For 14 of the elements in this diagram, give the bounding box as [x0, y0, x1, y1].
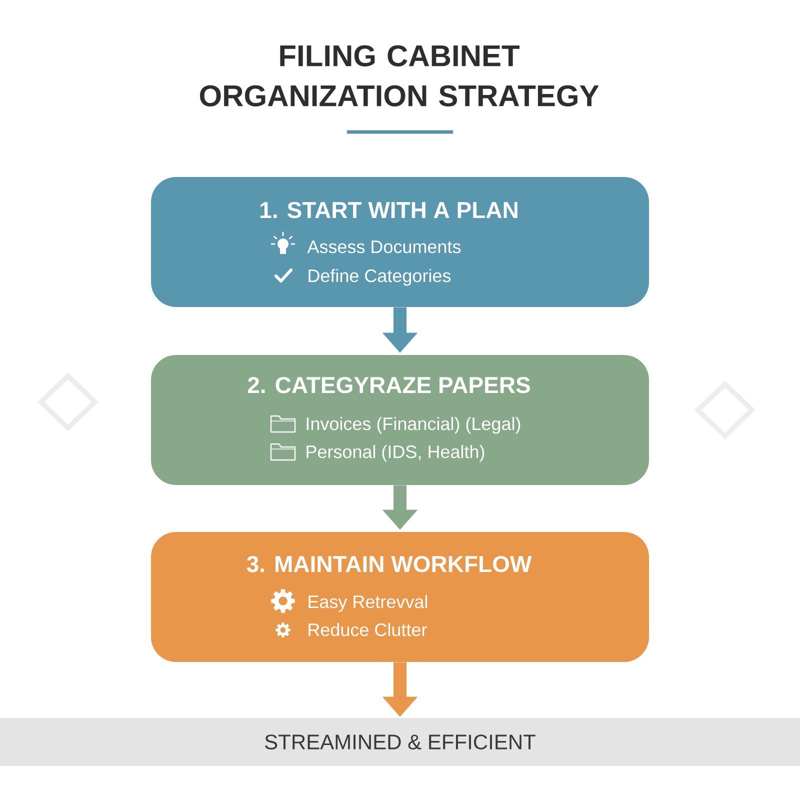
list-item: Define Categories: [308, 268, 451, 286]
process-box: [151, 177, 649, 307]
step-heading: 2. CATEGYRAZE PAPERS: [248, 376, 530, 394]
process-box: [151, 532, 649, 662]
step-heading: 3. MAINTAIN WORKFLOW: [246, 556, 532, 572]
list-item: Invoices (Financial) (Legal): [306, 416, 520, 434]
step-heading: 1. START WITH A PLAN: [260, 202, 518, 218]
process-box: [151, 355, 649, 485]
title: FILING CABINET ORGANIZATION STRATEGY: [200, 45, 599, 106]
banner: STREAMINED & EFFICIENT: [0, 718, 800, 766]
list-item: Easy Retrevval: [308, 594, 428, 612]
list-item: Personal (IDS, Health): [306, 444, 484, 462]
list-item: Reduce Clutter: [308, 622, 427, 636]
list-item: Assess Documents: [307, 240, 461, 254]
